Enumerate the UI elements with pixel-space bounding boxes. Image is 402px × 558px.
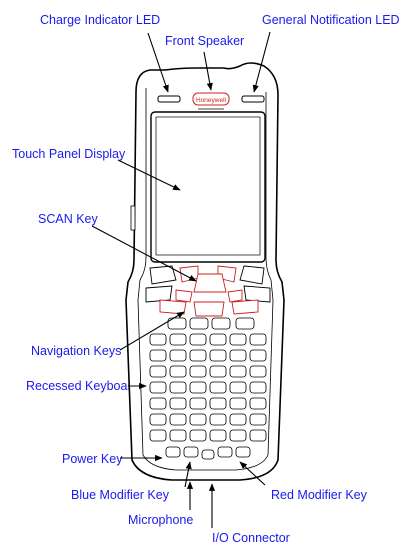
scan-key-label: SCAN Key (38, 212, 98, 226)
charge-led (157, 95, 181, 103)
charge-indicator-led-label: Charge Indicator LED (40, 13, 161, 27)
recessed-keyboard (149, 317, 267, 460)
recessed-keyboard-label: Recessed Keyboard (26, 379, 139, 393)
leader-lines (91, 31, 271, 528)
honeywell-logo: Honeywell (196, 97, 227, 104)
power-key (165, 446, 181, 458)
blue-modifier-key (183, 446, 199, 458)
touch-panel-display-label: Touch Panel Display (12, 147, 126, 161)
blue-modifier-key-label: Blue Modifier Key (71, 488, 169, 502)
front-speaker-label: Front Speaker (165, 34, 245, 48)
power-key-label: Power Key (62, 452, 123, 466)
scan-key (193, 273, 227, 293)
microphone-label: Microphone (128, 513, 194, 527)
io-connector-label: I/O Connector (212, 531, 290, 545)
red-modifier-key (235, 446, 251, 458)
general-notification-led-label: General Notification LED (262, 13, 400, 27)
navigation-keys-label: Navigation Keys (31, 344, 122, 358)
general-led (241, 95, 265, 103)
red-modifier-key-label: Red Modifier Key (271, 488, 367, 502)
front-speaker (192, 92, 230, 106)
